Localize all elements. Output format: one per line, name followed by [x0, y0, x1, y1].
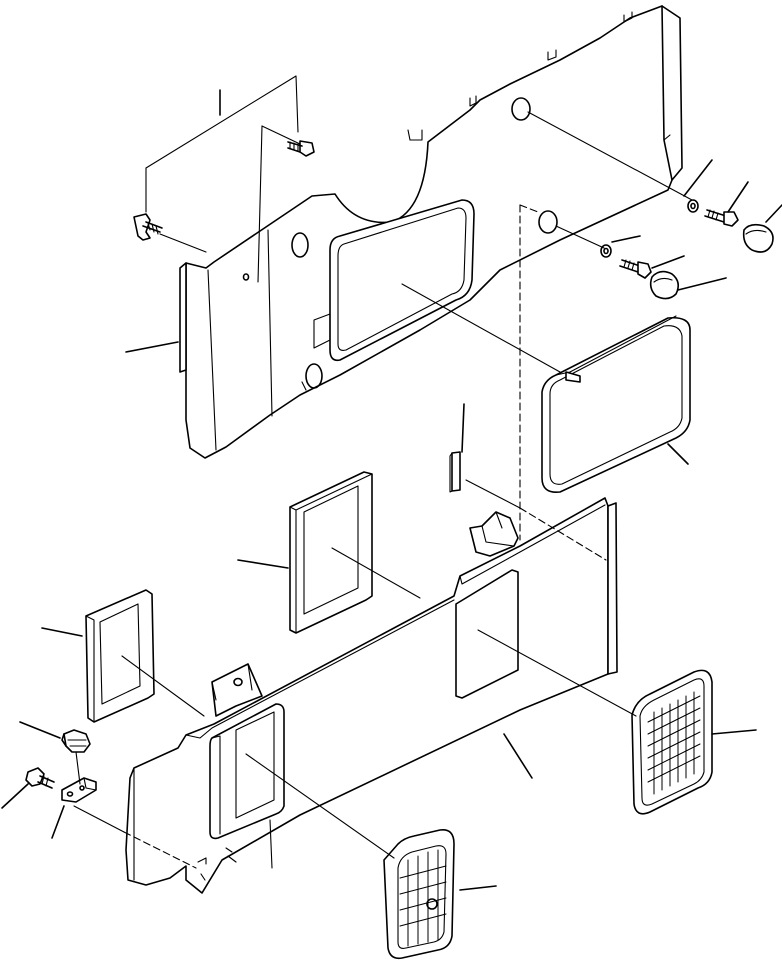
- bracket-lower: [211, 663, 263, 717]
- callout-14: [711, 729, 757, 735]
- grille-large: [631, 669, 713, 815]
- connecting-lines: [73, 75, 693, 869]
- callout-12: [41, 627, 83, 637]
- small-block: [449, 451, 461, 493]
- callout-2: [683, 159, 713, 197]
- lower-window-frame: [209, 703, 285, 840]
- bolt-right: [704, 209, 739, 227]
- callout-10: [667, 443, 689, 465]
- callout-17: [51, 805, 65, 839]
- callout-leaders: [1, 89, 782, 891]
- seal-frame-center: [289, 471, 373, 634]
- screw-lower-left: [25, 767, 55, 789]
- callout-3: [727, 181, 749, 213]
- callout-9: [461, 403, 465, 453]
- washer-right: [687, 199, 699, 213]
- bolt-lower-left: [61, 729, 91, 753]
- callout-13: [19, 721, 61, 739]
- cap-mid: [649, 270, 680, 300]
- callout-6: [651, 255, 685, 269]
- callout-18: [459, 885, 497, 891]
- callout-11: [237, 559, 289, 569]
- callout-16: [1, 783, 29, 809]
- callout-5: [611, 235, 641, 243]
- cap-right: [742, 223, 774, 253]
- bracket-top: [469, 511, 519, 557]
- bolt-mid: [619, 259, 652, 279]
- grille-small: [383, 828, 455, 960]
- callout-15: [503, 733, 533, 779]
- upper-cover-panel: [179, 5, 683, 459]
- seal-frame-left: [85, 589, 155, 723]
- foam-sheet: [455, 569, 519, 699]
- callout-7: [677, 277, 727, 291]
- upper-window-frame: [541, 315, 691, 494]
- clip-lower-left: [61, 777, 97, 803]
- screw-upper-mid: [287, 140, 315, 157]
- callout-4: [765, 204, 782, 223]
- screw-upper-left: [133, 213, 163, 241]
- callout-8: [125, 341, 179, 353]
